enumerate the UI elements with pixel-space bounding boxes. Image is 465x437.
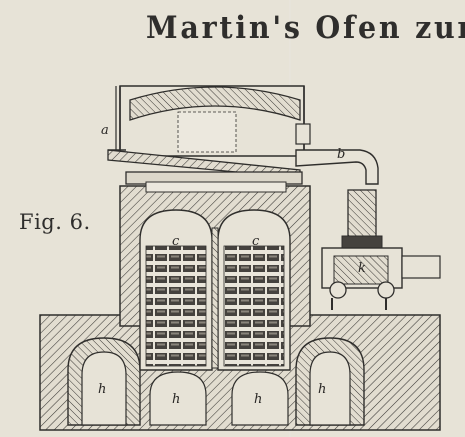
flue-a [108,86,126,151]
furnace-body [119,185,311,371]
label-h-2: h [172,392,180,407]
label-b: b [337,147,345,162]
figure-label: Fig. 6. [19,210,91,234]
spout-and-gear [295,123,441,310]
label-h-1: h [98,382,106,397]
label-c-left: c [172,234,180,249]
label-a: a [101,123,109,138]
label-h-3: h [254,392,262,407]
hearth-roof [107,85,305,193]
lower-arches [67,337,365,426]
label-h-4: h [318,382,326,397]
label-k: k [358,261,366,276]
label-c-right: c [252,234,260,249]
page-title: Martin's Ofen zur [146,10,465,46]
